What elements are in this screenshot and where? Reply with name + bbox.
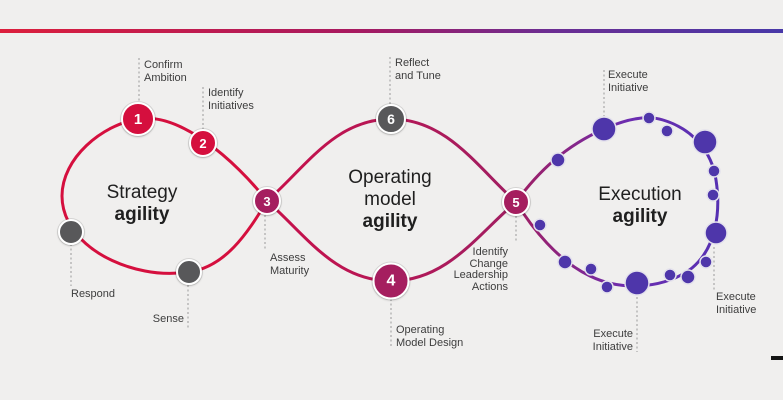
execution-dot [533, 218, 547, 232]
label-line: Identify [208, 87, 244, 99]
gradient-divider-bar [0, 29, 783, 33]
step-node-3: 3 [253, 187, 281, 215]
step-number-1: 1 [133, 110, 143, 128]
label-reflect-and-tune: Reflect and Tune [395, 57, 441, 83]
label-line: Initiative [608, 82, 649, 94]
execution-dot [600, 280, 614, 294]
label-line: Initiatives [208, 100, 254, 112]
execution-dots [533, 111, 728, 296]
label-line: Operating [396, 324, 445, 336]
label-line: Ambition [144, 72, 187, 84]
execution-dot-large-top [591, 116, 617, 142]
step-node-1: 1 [121, 102, 155, 136]
step-node-5: 5 [502, 188, 530, 216]
execution-dot [663, 268, 677, 282]
strategy-title-line1: Strategy [106, 182, 178, 203]
leader-lines [70, 57, 715, 352]
label-line: Execute [608, 69, 648, 81]
execution-title: Execution agility [560, 184, 720, 228]
execution-title-line2: agility [612, 206, 668, 227]
label-line: and Tune [395, 70, 441, 82]
operating-title-line3: agility [362, 211, 418, 232]
step-node-2: 2 [189, 129, 217, 157]
label-line: Maturity [270, 265, 310, 277]
operating-title-line2: model [364, 189, 416, 210]
execution-dot-large-topright [692, 129, 718, 155]
label-assess-maturity: Assess Maturity [270, 252, 309, 278]
sense-node [176, 259, 202, 285]
label-line: Respond [71, 288, 116, 300]
execution-dot [680, 269, 696, 285]
respond-node [58, 219, 84, 245]
execution-dot [706, 188, 720, 202]
label-respond: Respond [71, 288, 115, 301]
label-execute-initiative-bottom: Execute Initiative [593, 328, 633, 354]
label-line: Leadership [453, 269, 508, 281]
execution-dot [642, 111, 656, 125]
label-execute-initiative-right: Execute Initiative [716, 291, 756, 317]
label-line: Identify [472, 246, 508, 258]
label-sense: Sense [153, 313, 184, 326]
label-line: Sense [152, 313, 184, 325]
execution-dot [699, 255, 713, 269]
label-line: Initiative [716, 304, 757, 316]
operating-title: Operating model agility [310, 167, 470, 233]
label-line: Execute [593, 328, 633, 340]
step-number-5: 5 [512, 194, 520, 210]
label-line: Confirm [144, 59, 183, 71]
execution-dot [707, 164, 721, 178]
execution-dot-large-right [704, 221, 728, 245]
label-line: Reflect [395, 57, 430, 69]
execution-dot [660, 124, 674, 138]
strategy-title: Strategy agility [62, 182, 222, 226]
label-execute-initiative-top: Execute Initiative [608, 69, 648, 95]
label-line: Initiative [592, 341, 633, 353]
strategy-title-line2: agility [114, 204, 170, 225]
step-node-4: 4 [372, 262, 410, 300]
label-confirm-ambition: Confirm Ambition [144, 59, 187, 85]
execution-title-line1: Execution [598, 184, 682, 205]
execution-dot-large-bottom [624, 270, 650, 296]
label-identify-change-leadership-actions: Identify Change Leadership Actions [453, 246, 508, 293]
step-number-6: 6 [387, 111, 395, 127]
label-identify-initiatives: Identify Initiatives [208, 87, 254, 113]
label-line: Change [469, 257, 508, 270]
label-line: Model Design [396, 337, 464, 349]
step-number-2: 2 [199, 135, 207, 151]
execution-dot [584, 262, 598, 276]
step-number-3: 3 [263, 193, 271, 209]
corner-artifact-mark [771, 356, 783, 360]
label-line: Assess [270, 252, 306, 264]
label-operating-model-design: Operating Model Design [396, 324, 463, 350]
execution-dot [550, 152, 566, 168]
label-line: Actions [471, 280, 508, 293]
operating-title-line1: Operating [348, 167, 432, 188]
label-line: Execute [716, 291, 756, 303]
execution-dot [557, 254, 573, 270]
step-node-6: 6 [376, 104, 406, 134]
step-number-4: 4 [386, 272, 396, 289]
